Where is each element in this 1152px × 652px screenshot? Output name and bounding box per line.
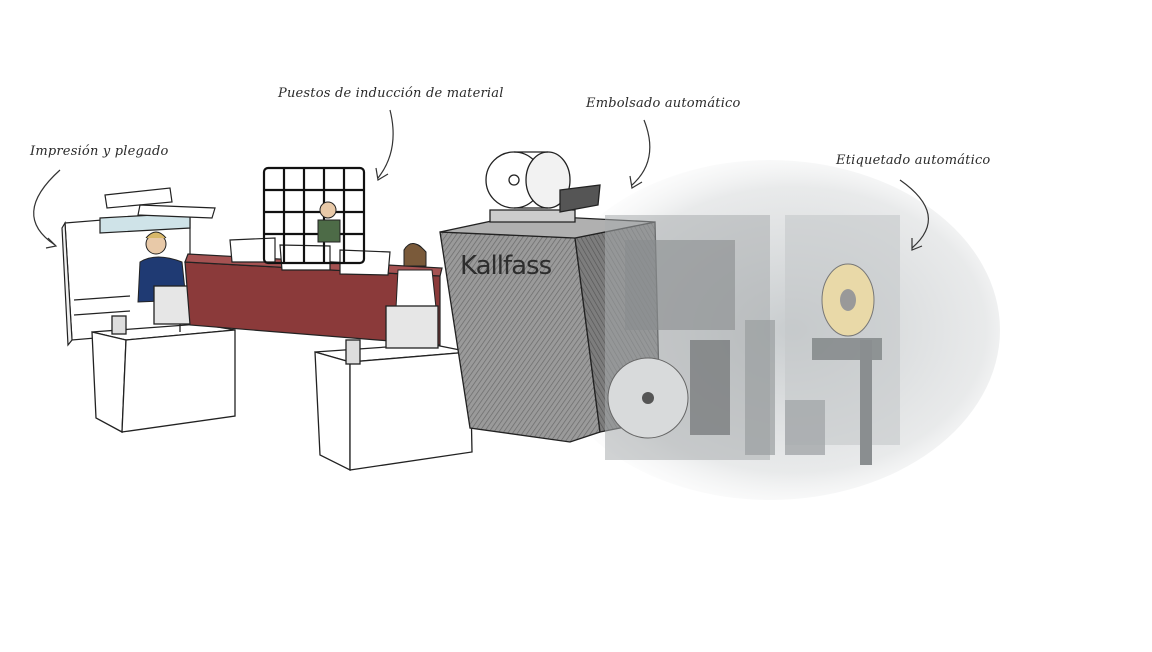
label-printing-folding: Impresión y plegado bbox=[30, 144, 169, 159]
bagging-machine-photo bbox=[605, 215, 775, 460]
induction-cage bbox=[262, 166, 366, 265]
arrow-bagging bbox=[631, 119, 651, 186]
annotation-arrows bbox=[33, 109, 929, 251]
arrow-induction bbox=[377, 109, 394, 179]
worker-bagging bbox=[395, 243, 437, 309]
label-automatic-labeling: Etiquetado automático bbox=[836, 153, 991, 168]
desk-printing bbox=[91, 285, 236, 434]
arrow-head-induction bbox=[375, 167, 389, 181]
conveyor bbox=[184, 237, 443, 346]
arrow-printing bbox=[33, 169, 61, 246]
arrow-labeling bbox=[899, 179, 929, 249]
label-automatic-bagging: Embolsado automático bbox=[586, 96, 741, 111]
arrow-head-printing bbox=[45, 237, 58, 249]
arrow-head-labeling bbox=[911, 238, 923, 251]
arrow-head-bagging bbox=[629, 175, 643, 189]
machine-brand-label: Kallfass bbox=[460, 251, 552, 281]
desk-induction bbox=[314, 305, 473, 472]
labeling-machine-photo bbox=[785, 215, 900, 465]
label-material-induction: Puestos de inducción de material bbox=[278, 86, 504, 101]
worker-induction bbox=[317, 201, 341, 243]
